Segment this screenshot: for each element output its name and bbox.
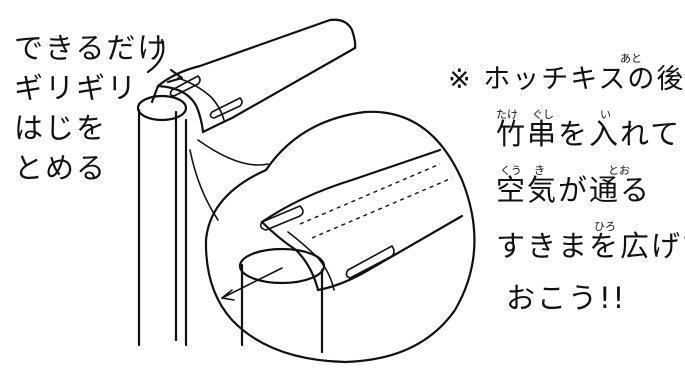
tube-top-opening [136,94,188,122]
straw-top-view [136,18,357,347]
zoom-outline [204,110,476,364]
straw-end-cap [328,18,357,50]
skewer-dash-2 [311,177,453,239]
furigana-ato: あと [620,52,642,65]
zoom-staple-2 [345,245,395,279]
callout-line-2 [189,149,219,221]
zoom-straw-fold [260,220,320,292]
straw-lower-edge [201,46,357,134]
furigana-ki: き [534,164,545,177]
right-note-line-1: ※ ホッチキスの後に [448,64,685,95]
fold-crease [177,77,225,121]
zoom-circle [204,110,476,364]
pointer-arrow-shaft [146,38,165,74]
left-note-line-3: はじを [14,111,108,145]
pointer-arrow-head [166,68,184,84]
gap-arrow-shaft [221,267,283,299]
right-note-line-5: おこう!! [506,281,627,315]
furigana-take: たけ [496,108,518,121]
right-note-line-4: すきまを広げて [496,229,685,263]
zoom-straw-lower [316,214,464,292]
left-note-line-2: ギリギリ [14,71,139,105]
left-note-line-4: とめる [14,151,108,185]
left-note-line-1: できるだけ [14,31,169,65]
furigana-hiro: ひろ [594,220,616,233]
furigana-i: い [600,108,611,121]
zoom-fold-crease [287,231,335,291]
gap-arrow-head [221,289,235,301]
furigana-kuu: くう [500,164,522,177]
skewer-dash-1 [299,163,441,225]
furigana-too: とお [608,164,630,177]
right-note-line-2: 竹串を入れて [496,117,682,151]
right-note-line-3: 空気が通る [496,173,652,207]
zoom-straw-upper [260,148,442,224]
furigana-gushi: ぐし [532,108,554,121]
zoom-tube-top [238,247,326,285]
zoom-staple-1 [259,205,304,231]
staple-slot-1 [169,75,201,97]
staple-slot-2 [209,97,243,119]
callout-line-1 [197,139,269,166]
